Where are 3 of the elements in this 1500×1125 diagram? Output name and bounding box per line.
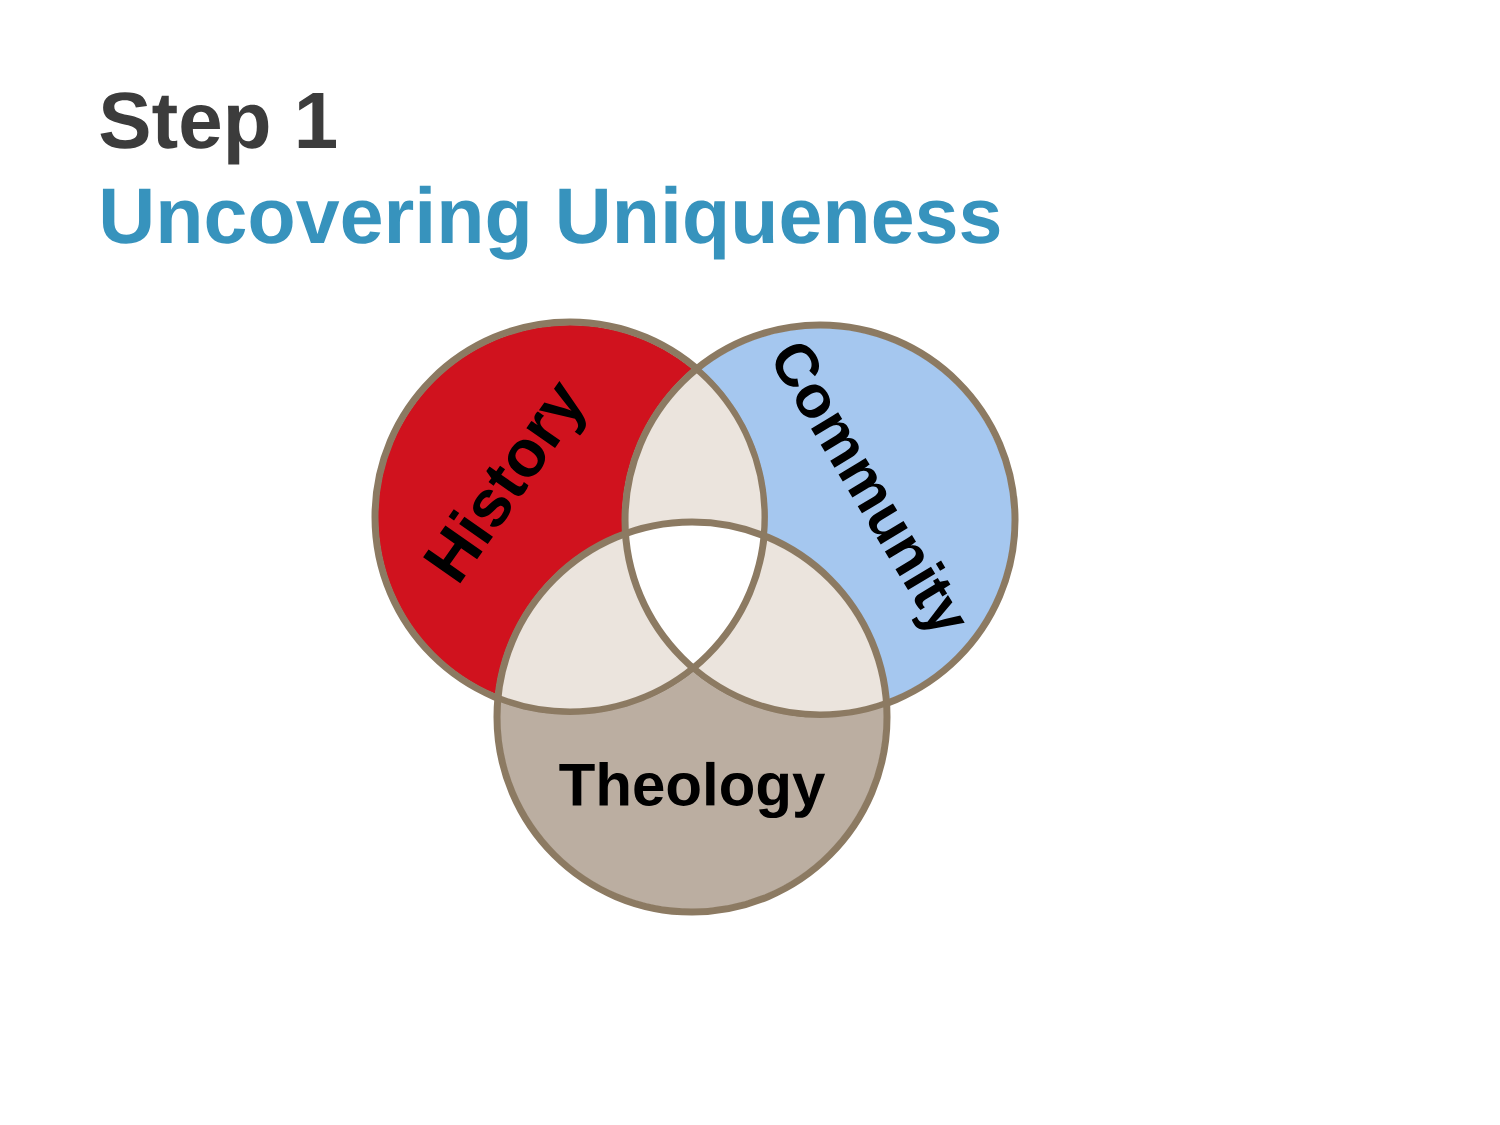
subtitle: Uncovering Uniqueness bbox=[102, 185, 1000, 260]
overlap-region bbox=[628, 372, 763, 532]
title: Step 1 bbox=[100, 92, 336, 165]
